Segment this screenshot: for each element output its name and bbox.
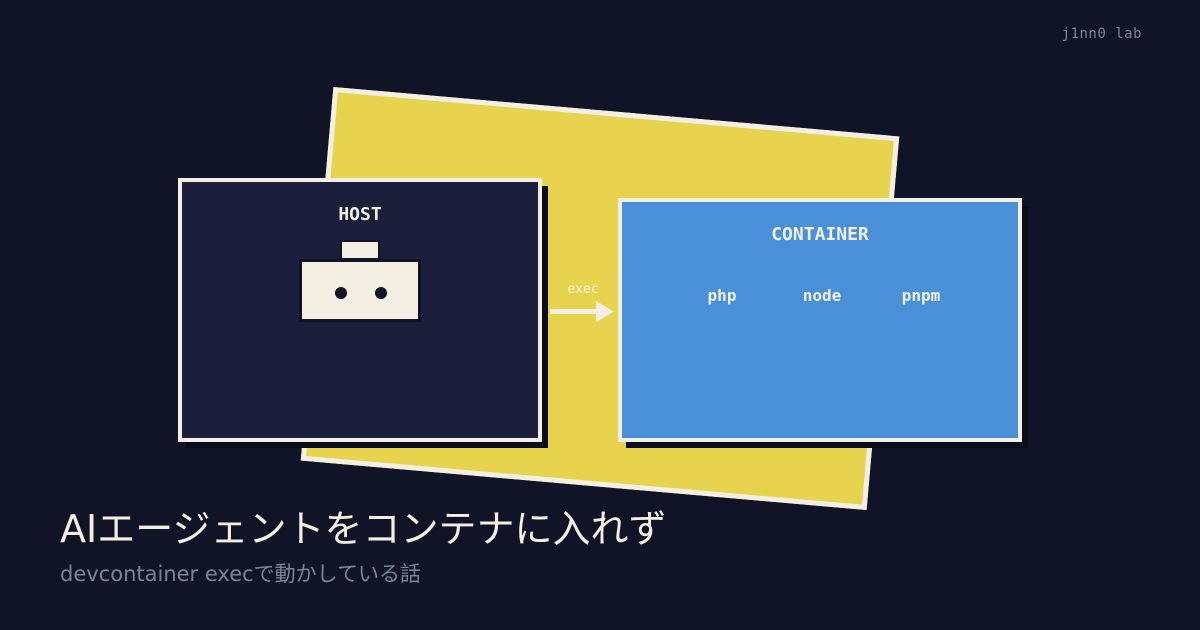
container-label: CONTAINER (771, 224, 869, 245)
page-subtitle: devcontainer execで動かしている話 (60, 562, 422, 586)
page-title: AIエージェントをコンテナに入れず (60, 507, 667, 551)
robot-right-eye (375, 287, 387, 299)
brand-label: j1nn0 lab (1061, 26, 1142, 42)
robot-head (340, 240, 380, 260)
exec-arrow-label: exec (567, 282, 599, 297)
robot-left-eye (335, 287, 347, 299)
robot-icon (299, 259, 421, 322)
tool-pnpm: pnpm (901, 286, 941, 305)
host-label: HOST (338, 204, 382, 225)
container-panel: CONTAINER php node pnpm (618, 198, 1022, 442)
exec-arrow-icon (550, 301, 614, 322)
tool-php: php (707, 286, 737, 305)
tool-node: node (802, 286, 842, 305)
